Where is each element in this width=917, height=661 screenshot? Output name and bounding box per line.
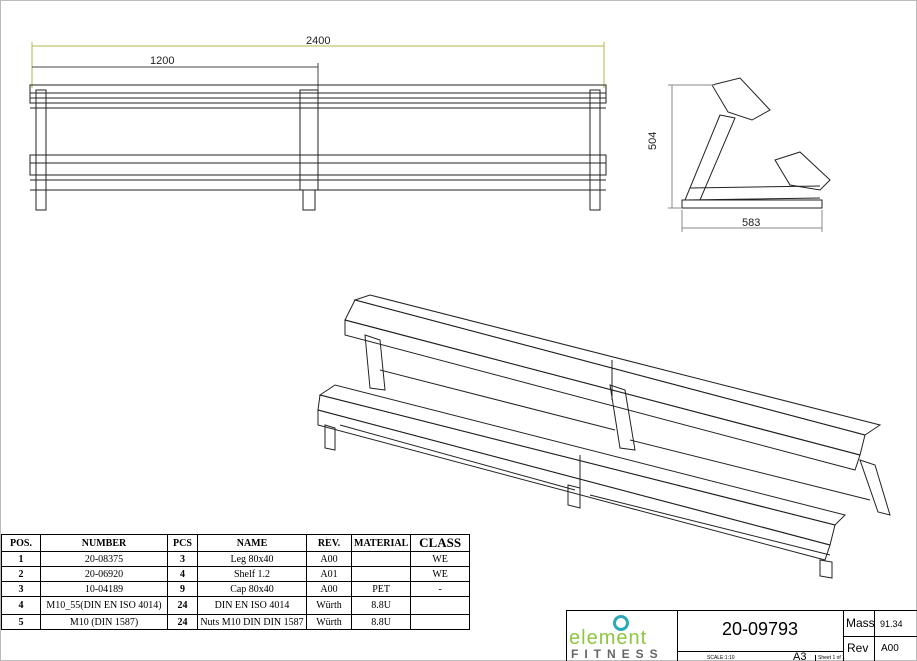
rev-label: Rev xyxy=(847,641,869,655)
header-class: CLASS xyxy=(410,534,470,552)
cell-class xyxy=(410,596,470,615)
cell-name: Nuts M10 DIN DIN 1587 xyxy=(197,614,307,630)
cell-material: 8.8U xyxy=(350,596,412,615)
cell-name: DIN EN ISO 4014 xyxy=(197,596,307,615)
logo: element FITNESS xyxy=(567,611,678,661)
dim-1200-label: 1200 xyxy=(150,55,174,67)
header-name: NAME xyxy=(197,534,307,552)
title-block: element FITNESS 20-09793 SCALE:1:10 A3 S… xyxy=(566,610,917,661)
cell-number: M10 (DIN 1587) xyxy=(40,614,168,630)
dim-504-label: 504 xyxy=(647,132,659,150)
cell-class: - xyxy=(410,581,470,597)
header-pos: POS. xyxy=(1,534,41,552)
cell-rev: Würth xyxy=(306,596,352,615)
sheet-size: A3 xyxy=(793,651,807,661)
cell-pcs: 24 xyxy=(167,614,198,630)
mass-label: Mass xyxy=(846,616,875,630)
cell-material xyxy=(350,551,412,567)
cell-material: 8.8U xyxy=(350,614,412,630)
cell-pos: 2 xyxy=(1,566,41,582)
dim-2400-label: 2400 xyxy=(306,35,330,47)
sheet-number: Sheet 1 of 1 xyxy=(815,655,845,661)
dimension-1200 xyxy=(32,63,319,190)
cell-name: Shelf 1.2 xyxy=(197,566,307,582)
isometric-view xyxy=(317,294,891,579)
header-pcs: PCS xyxy=(167,534,198,552)
rev-value: A00 xyxy=(881,643,899,654)
cell-number: M10_55(DIN EN ISO 4014) xyxy=(40,596,168,615)
logo-text-element: element xyxy=(569,627,648,649)
cell-name: Leg 80x40 xyxy=(197,551,307,567)
bill-of-materials-table: POS. NUMBER PCS NAME REV. MATERIAL CLASS… xyxy=(1,534,470,630)
cell-pos: 5 xyxy=(1,614,41,630)
cell-pcs: 24 xyxy=(167,596,198,615)
cell-rev: Würth xyxy=(306,614,352,630)
cell-rev: A01 xyxy=(306,566,352,582)
cell-pcs: 3 xyxy=(167,551,198,567)
dimension-2400 xyxy=(31,42,605,88)
dim-583-label: 583 xyxy=(742,217,760,229)
header-rev: REV. xyxy=(306,534,352,552)
cell-material xyxy=(350,566,412,582)
cell-rev: A00 xyxy=(306,581,352,597)
cell-class: WE xyxy=(410,551,470,567)
header-material: MATERIAL xyxy=(350,534,412,552)
cell-name: Cap 80x40 xyxy=(197,581,307,597)
cell-pcs: 4 xyxy=(167,566,198,582)
cell-number: 20-06920 xyxy=(40,566,168,582)
logo-mark-icon xyxy=(613,615,629,631)
scale-label: SCALE:1:10 xyxy=(707,655,735,661)
cell-pos: 1 xyxy=(1,551,41,567)
logo-text-fitness: FITNESS xyxy=(571,647,664,661)
side-view xyxy=(668,77,831,232)
cell-class: WE xyxy=(410,566,470,582)
front-view xyxy=(29,84,607,211)
header-number: NUMBER xyxy=(40,534,168,552)
cell-pos: 4 xyxy=(1,596,41,615)
drawing-number: 20-09793 xyxy=(721,619,799,639)
cell-rev: A00 xyxy=(306,551,352,567)
table-header-row: POS. NUMBER PCS NAME REV. MATERIAL CLASS xyxy=(1,534,470,552)
cell-material: PET xyxy=(350,581,412,597)
mass-value: 91.34 xyxy=(880,619,903,629)
cell-number: 20-08375 xyxy=(40,551,168,567)
cell-number: 10-04189 xyxy=(40,581,168,597)
cell-pos: 3 xyxy=(1,581,41,597)
cell-class xyxy=(410,614,470,630)
cell-pcs: 9 xyxy=(167,581,198,597)
